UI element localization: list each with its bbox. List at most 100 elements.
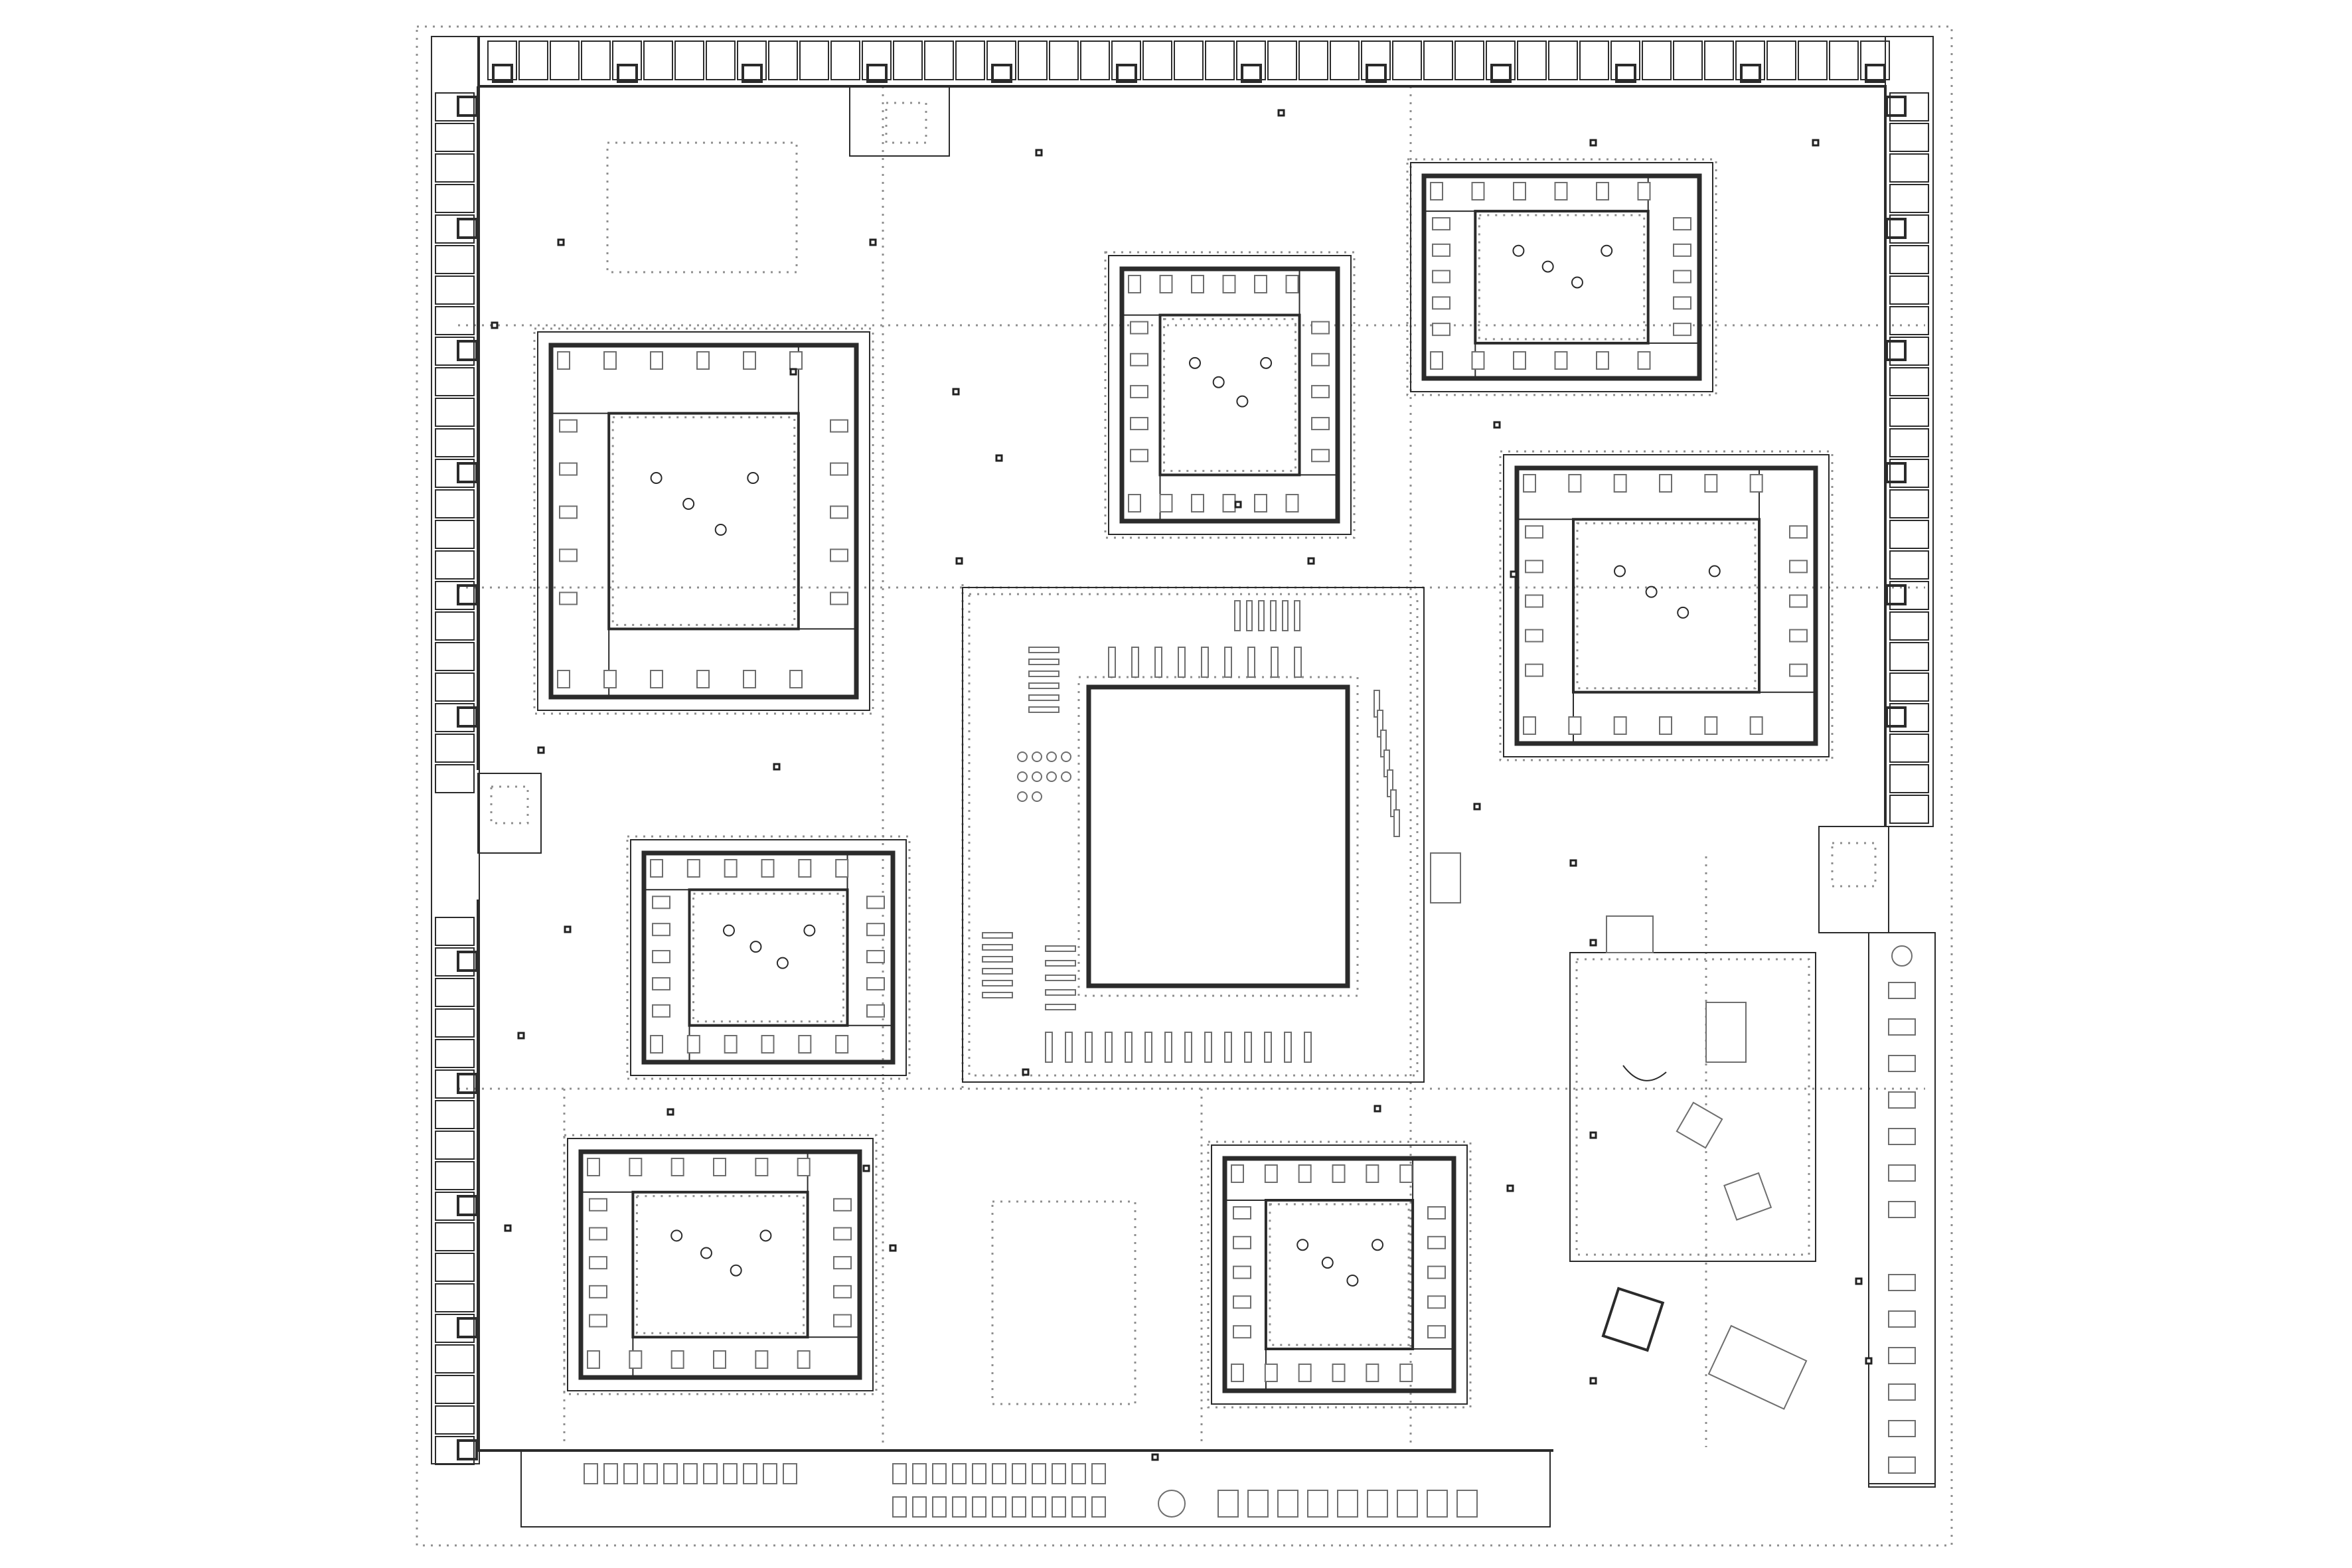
perimeter-cell: [1330, 40, 1360, 80]
bench: [1045, 1032, 1053, 1063]
desk: [1052, 1463, 1066, 1484]
perimeter-cell: [955, 40, 985, 80]
perimeter-cell: [435, 703, 475, 732]
desk: [866, 1004, 885, 1018]
bench: [1244, 1032, 1252, 1063]
desk: [1231, 1164, 1244, 1183]
desk: [1554, 182, 1568, 200]
desk: [1247, 1490, 1269, 1518]
perimeter-cell: [1889, 428, 1929, 457]
desk: [1233, 1325, 1251, 1339]
tree-icon: [714, 523, 727, 536]
desk: [1704, 474, 1718, 493]
round-table: [1891, 945, 1913, 967]
perimeter-cell: [435, 275, 475, 305]
desk: [1311, 321, 1330, 335]
tree-icon: [723, 924, 735, 937]
perimeter-cell: [1889, 275, 1929, 305]
desk: [833, 1285, 852, 1298]
perimeter-cell: [1889, 459, 1929, 488]
perimeter-cell: [1889, 214, 1929, 244]
desk: [559, 462, 578, 476]
tree-icon: [1541, 260, 1554, 273]
desk: [972, 1496, 986, 1518]
south-furniture-strip: [520, 1450, 1551, 1528]
desk: [1130, 321, 1148, 335]
tree-icon: [1260, 356, 1273, 369]
desk: [866, 950, 885, 964]
bench: [1045, 945, 1076, 952]
desk: [1789, 629, 1808, 643]
classroom-cluster-nw: [533, 327, 874, 715]
stool: [1061, 771, 1071, 782]
wardrobe-unit: [1885, 462, 1907, 483]
desk: [663, 1463, 678, 1484]
desk: [1311, 449, 1330, 463]
desk: [1032, 1463, 1046, 1484]
bench: [982, 992, 1013, 998]
bench: [1271, 647, 1279, 678]
desk: [1285, 494, 1299, 512]
bench: [1085, 1032, 1093, 1063]
desk: [1673, 296, 1691, 310]
desk: [798, 859, 812, 878]
perimeter-cell: [435, 1192, 475, 1221]
perimeter-cell: [1889, 367, 1929, 396]
desk: [1233, 1206, 1251, 1219]
desk: [603, 351, 617, 370]
desk: [743, 670, 756, 688]
desk: [1568, 716, 1582, 735]
bench: [1045, 1004, 1076, 1010]
stool: [1032, 771, 1042, 782]
perimeter-walls: [431, 36, 1934, 1464]
desk: [670, 1350, 684, 1369]
bench: [1282, 600, 1289, 631]
perimeter-cell: [435, 642, 475, 671]
perimeter-cell: [1548, 40, 1578, 80]
desk: [1233, 1265, 1251, 1279]
perimeter-cell: [435, 581, 475, 610]
desk: [952, 1496, 967, 1518]
desk: [1091, 1463, 1106, 1484]
bench: [1246, 600, 1253, 631]
desk: [1427, 1490, 1448, 1518]
perimeter-cell: [1174, 40, 1204, 80]
column: [557, 238, 565, 246]
perimeter-cell: [1889, 520, 1929, 549]
bench: [1284, 1032, 1292, 1063]
desk: [629, 1158, 643, 1176]
perimeter-cell: [1889, 672, 1929, 702]
perimeter-cell: [1889, 153, 1929, 183]
desk: [1311, 353, 1330, 366]
desk: [1523, 474, 1536, 493]
desk: [789, 351, 803, 370]
desk: [797, 1350, 811, 1369]
perimeter-cell: [737, 40, 767, 80]
desk: [589, 1198, 607, 1212]
bench: [1304, 1032, 1312, 1063]
column: [1151, 1453, 1159, 1461]
perimeter-cell: [435, 1100, 475, 1129]
wardrobe-unit: [457, 1317, 478, 1338]
desk: [1430, 351, 1443, 370]
perimeter-cell: [435, 1283, 475, 1312]
desk: [830, 591, 848, 605]
perimeter-cell: [1298, 40, 1328, 80]
desk: [603, 1463, 618, 1484]
desk: [743, 1463, 757, 1484]
tree-icon: [650, 472, 663, 485]
stair: [1430, 852, 1461, 903]
desk: [1513, 351, 1526, 370]
desk: [830, 419, 848, 433]
desk: [1456, 1490, 1478, 1518]
desk: [1596, 182, 1609, 200]
desk: [559, 591, 578, 605]
wardrobe-unit: [457, 340, 478, 361]
bench: [982, 932, 1013, 939]
desk: [623, 1463, 638, 1484]
desk: [932, 1463, 947, 1484]
classroom-cluster-sw: [563, 1134, 878, 1395]
table: [1888, 1055, 1916, 1072]
desk: [652, 896, 670, 909]
